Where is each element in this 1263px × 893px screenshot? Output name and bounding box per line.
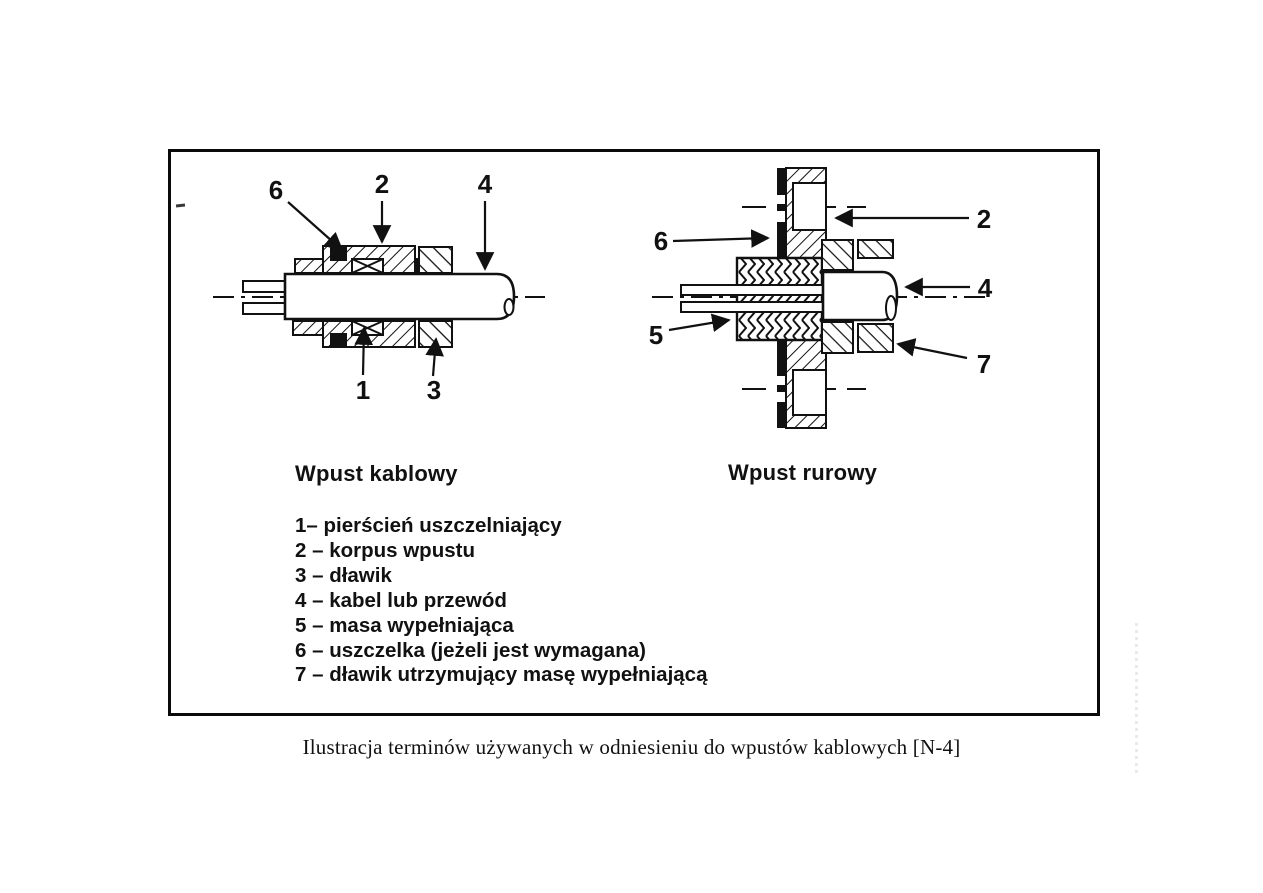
callout-6: 6 xyxy=(269,175,283,205)
legend-item-1: 1– pierścień uszczelniający xyxy=(295,514,562,537)
legend-item-4: 4 – kabel lub przewód xyxy=(295,588,507,612)
retainer-bottom xyxy=(822,322,893,353)
callout-2: 2 xyxy=(977,204,991,234)
bolt-axes xyxy=(742,207,866,389)
drawing-wpust-rurowy: 6 2 4 5 7 xyxy=(649,160,993,445)
cable xyxy=(285,274,514,319)
gland-body xyxy=(737,258,822,340)
drawing-wpust-kablowy: 6 2 4 1 3 xyxy=(200,169,560,405)
figure-caption: Ilustracja terminów używanych w odniesie… xyxy=(302,735,961,759)
bolt-hole-bottom xyxy=(793,370,826,415)
gasket-bottom xyxy=(331,334,346,347)
legend-item-2: 2 – korpus wpustu xyxy=(295,538,475,562)
callout-4: 4 xyxy=(478,169,493,199)
legend-item-6: 6 – uszczelka (jeżeli jest wymagana) xyxy=(295,638,646,662)
callout-1: 1 xyxy=(356,375,370,405)
bolt-hole-top xyxy=(793,183,826,230)
legend: 1– pierścień uszczelniający 2 – korpus w… xyxy=(295,514,707,688)
pipe xyxy=(823,272,897,320)
callout-2: 2 xyxy=(375,169,389,199)
gland-top-half xyxy=(295,246,452,273)
caption-wpust-rurowy: Wpust rurowy xyxy=(728,460,878,485)
scan-artifact-dots xyxy=(1135,623,1138,773)
flange-plate xyxy=(786,168,826,428)
callout-7: 7 xyxy=(977,349,991,379)
callout-6: 6 xyxy=(654,226,668,256)
callout-arrows xyxy=(669,208,970,358)
dlawik-top xyxy=(419,247,452,273)
callout-arrows xyxy=(288,201,495,376)
legend-item-5: 5 – masa wypełniająca xyxy=(295,613,514,637)
seal-ring-top-cross xyxy=(352,259,383,273)
retainer-top xyxy=(822,240,893,270)
callout-4: 4 xyxy=(978,273,993,303)
callout-5: 5 xyxy=(649,320,663,350)
legend-item-3: 3 – dławik xyxy=(295,563,392,587)
gland-bottom-half xyxy=(293,321,452,347)
legend-item-7: 7 – dławik utrzymujący masę wypełniającą xyxy=(295,663,708,687)
callout-3: 3 xyxy=(427,375,441,405)
caption-wpust-kablowy: Wpust kablowy xyxy=(295,461,458,486)
